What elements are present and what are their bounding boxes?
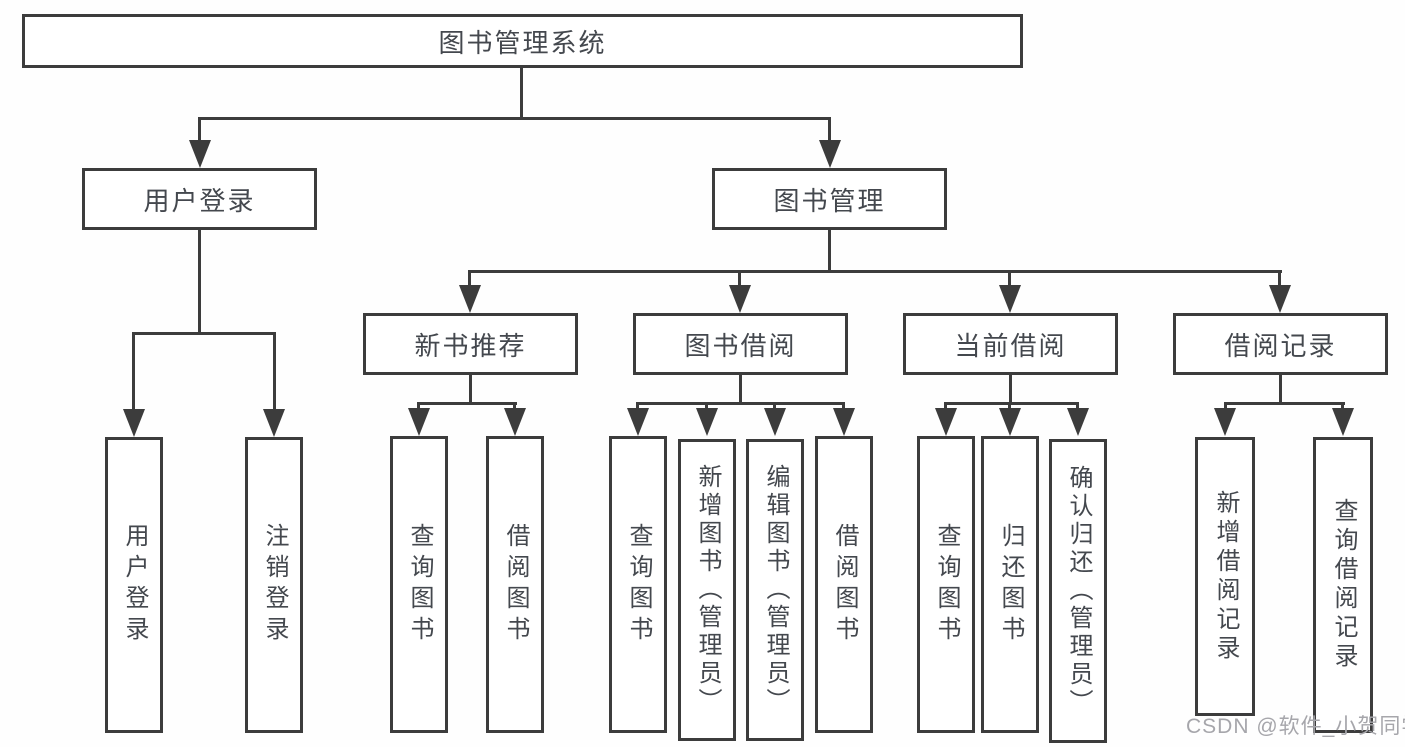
connector-drop [828, 117, 831, 143]
leaf-query-books-recommend: 查询图书 [390, 436, 448, 733]
leaf-add-borrow-record: 新增借阅记录 [1195, 437, 1255, 716]
leaf-label: 新增图书（管理员） [694, 464, 721, 716]
csdn-watermark: CSDN @软件_小贺同学 [1186, 715, 1405, 738]
connector-stem [1279, 375, 1282, 405]
leaf-label: 借阅图书 [502, 522, 529, 647]
connector-root-stem [520, 66, 523, 120]
arrow-down-icon [696, 408, 718, 436]
leaf-label: 查询图书 [406, 522, 433, 647]
arrow-down-icon [764, 408, 786, 436]
arrow-down-icon [1067, 408, 1089, 436]
connector-stem [469, 375, 472, 405]
arrow-down-icon [627, 408, 649, 436]
node-label: 新书推荐 [414, 330, 527, 361]
connector-rail [1224, 402, 1345, 405]
leaf-label: 用户登录 [121, 523, 148, 647]
leaf-label: 注销登录 [261, 523, 288, 647]
arrow-down-icon [935, 408, 957, 436]
node-book-management: 图书管理 [712, 168, 947, 230]
node-new-book-recommendation: 新书推荐 [363, 313, 578, 375]
leaf-label: 确认归还（管理员） [1065, 465, 1092, 717]
connector-stem [739, 375, 742, 405]
connector-drop [1008, 270, 1011, 288]
arrow-down-icon [819, 140, 841, 168]
arrow-down-icon [408, 408, 430, 436]
leaf-label: 查询图书 [625, 522, 652, 647]
connector-rail [417, 402, 517, 405]
arrow-down-icon [504, 408, 526, 436]
leaf-add-book-admin: 新增图书（管理员） [678, 439, 736, 741]
node-label: 图书借阅 [684, 330, 797, 361]
leaf-query-books-current: 查询图书 [917, 436, 975, 733]
arrow-down-icon [459, 285, 481, 313]
node-label: 用户登录 [143, 185, 256, 216]
connector-drop [198, 117, 201, 143]
connector-rail [944, 402, 1079, 405]
arrow-down-icon [189, 140, 211, 168]
connector-level1-rail [198, 117, 831, 120]
arrow-down-icon [729, 285, 751, 313]
leaf-borrow-books-recommend: 借阅图书 [486, 436, 544, 733]
arrow-down-icon [123, 409, 145, 437]
node-book-borrowing: 图书借阅 [633, 313, 848, 375]
leaf-query-borrow-record: 查询借阅记录 [1313, 437, 1373, 733]
leaf-confirm-return-admin: 确认归还（管理员） [1049, 439, 1107, 743]
connector-rail [636, 402, 845, 405]
leaf-label: 编辑图书（管理员） [762, 464, 789, 716]
leaf-query-books-borrowing: 查询图书 [609, 436, 667, 733]
leaf-borrow-books-borrowing: 借阅图书 [815, 436, 873, 733]
node-label: 借阅记录 [1224, 330, 1337, 361]
leaf-label: 查询图书 [933, 522, 960, 647]
node-label: 图书管理系统 [438, 27, 607, 58]
leaf-label: 新增借阅记录 [1212, 489, 1239, 664]
node-current-borrowing: 当前借阅 [903, 313, 1118, 375]
arrow-down-icon [999, 285, 1021, 313]
arrow-down-icon [999, 408, 1021, 436]
arrow-down-icon [1214, 408, 1236, 436]
arrow-down-icon [1332, 408, 1354, 436]
leaf-label: 查询借阅记录 [1330, 498, 1357, 672]
node-label: 当前借阅 [954, 330, 1067, 361]
connector-drop [273, 332, 276, 410]
connector-stem [1009, 375, 1012, 405]
leaf-edit-book-admin: 编辑图书（管理员） [746, 439, 804, 741]
connector-drop [738, 270, 741, 288]
connector-stem [198, 230, 201, 335]
node-user-login: 用户登录 [82, 168, 317, 230]
connector-stem [828, 230, 831, 273]
connector-drop [132, 332, 135, 410]
leaf-label: 归还图书 [997, 522, 1024, 647]
arrow-down-icon [263, 409, 285, 437]
connector-drop [1278, 270, 1281, 288]
leaf-label: 借阅图书 [831, 522, 858, 647]
node-borrowing-records: 借阅记录 [1173, 313, 1388, 375]
leaf-logout: 注销登录 [245, 437, 303, 733]
connector-level2-rail [468, 270, 1282, 273]
arrow-down-icon [1269, 285, 1291, 313]
node-library-management-system: 图书管理系统 [22, 14, 1023, 68]
node-label: 图书管理 [773, 185, 886, 216]
leaf-return-book: 归还图书 [981, 436, 1039, 733]
connector-drop [468, 270, 471, 288]
connector-rail [132, 332, 276, 335]
leaf-user-login: 用户登录 [105, 437, 163, 733]
arrow-down-icon [833, 408, 855, 436]
